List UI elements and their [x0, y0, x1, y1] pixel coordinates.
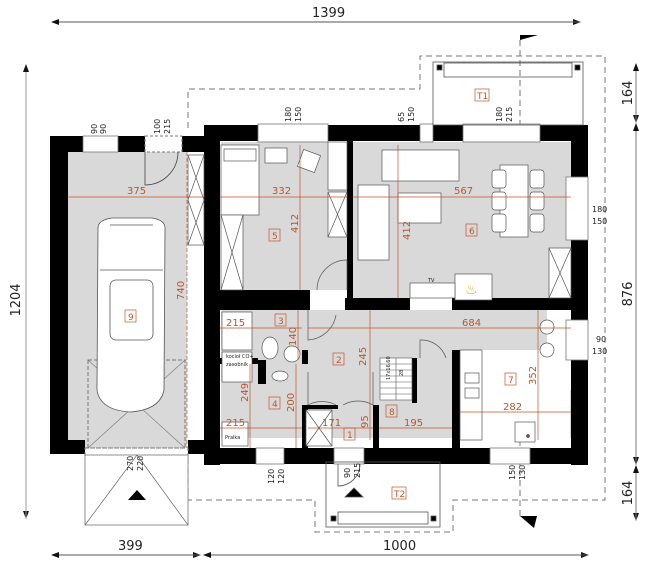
walls	[50, 125, 588, 465]
svg-text:270: 270	[126, 456, 135, 471]
dimension-top: 1399	[51, 6, 581, 25]
wc-height: 140	[288, 327, 299, 346]
kitchen-width: 282	[503, 402, 522, 413]
dimension-left: 1204	[9, 64, 29, 519]
laundry-label: Pralka	[225, 435, 240, 441]
svg-text:215: 215	[163, 119, 172, 134]
svg-text:150: 150	[407, 107, 416, 122]
dim-right-bottom: 164	[621, 481, 636, 506]
roof-outline	[187, 40, 606, 533]
svg-text:220: 220	[136, 456, 145, 471]
room-9-label: 9	[128, 313, 134, 323]
living-height: 412	[402, 221, 413, 240]
room-dimension-lines	[68, 145, 571, 448]
room-labels	[124, 88, 517, 500]
living-furniture	[357, 149, 572, 301]
tv-label: TV	[427, 278, 435, 284]
room-7-label: 7	[508, 376, 514, 386]
bathroom-fixtures	[221, 310, 447, 447]
opening-dimensions: 90 90 100 215 180 150 65 150 180 215 180…	[90, 107, 607, 484]
section-mark-top	[520, 35, 538, 40]
svg-text:150: 150	[294, 107, 303, 122]
dim-right-mid: 876	[621, 282, 636, 307]
room-t1-label: T1	[476, 92, 488, 102]
room-6-label: 6	[469, 227, 475, 237]
wc-width: 215	[226, 318, 245, 329]
svg-text:65: 65	[397, 112, 406, 122]
svg-text:215: 215	[505, 107, 514, 122]
boiler-label-2: zasobnik	[226, 362, 248, 368]
garage-side-door	[144, 135, 183, 153]
windows	[82, 123, 589, 465]
hall-height: 245	[358, 347, 369, 366]
dim-total-height: 1204	[9, 283, 24, 316]
garage-door-swing	[144, 151, 179, 186]
room-1-label: 1	[347, 431, 353, 441]
vestibule-width: 171	[322, 418, 341, 429]
living-width: 567	[454, 186, 473, 197]
svg-text:90: 90	[99, 124, 108, 134]
garage-height: 740	[176, 281, 187, 300]
room-3-label: 3	[278, 317, 284, 327]
bath-height-2: 200	[286, 393, 297, 412]
dimension-bottom: 399 1000	[51, 539, 589, 558]
room-8-label: 8	[389, 408, 395, 418]
room-dimension-labels: 375 740 332 412 567 412 684 245 215 140 …	[127, 186, 539, 429]
terrace-t1	[432, 61, 584, 126]
entrance-arrow-garage	[128, 490, 146, 500]
svg-text:180: 180	[592, 205, 607, 214]
svg-text:130: 130	[518, 465, 527, 480]
svg-text:120: 120	[277, 469, 286, 484]
svg-text:130: 130	[592, 347, 607, 356]
dim-bottom-right: 1000	[383, 539, 416, 554]
svg-text:180: 180	[284, 107, 293, 122]
svg-text:150: 150	[592, 217, 607, 226]
dim-right-top: 164	[621, 81, 636, 106]
vestibule-height: 95	[360, 415, 371, 428]
room-t2-label: T2	[393, 490, 405, 500]
svg-text:90: 90	[596, 335, 606, 344]
stairs	[379, 357, 413, 401]
bath-height: 249	[240, 383, 251, 402]
terrace-t2	[325, 461, 441, 528]
svg-text:90: 90	[90, 124, 99, 134]
room-label-text: 9 5 6 3 2 4 1 8 7 T1 T2	[128, 92, 514, 500]
stairs-spec: 17x16.60	[386, 356, 392, 380]
svg-text:100: 100	[153, 119, 162, 134]
svg-text:180: 180	[495, 107, 504, 122]
svg-text:215: 215	[353, 463, 362, 478]
svg-text:150: 150	[508, 465, 517, 480]
dimension-right: 164 876 164	[621, 63, 639, 521]
section-mark-bottom	[520, 516, 537, 528]
stairs-width: 28	[399, 370, 405, 376]
bedroom-width: 332	[272, 186, 291, 197]
room-5-label: 5	[272, 232, 278, 242]
dim-total-width: 1399	[312, 6, 345, 21]
bedroom-furniture	[220, 141, 348, 291]
bedroom-height: 412	[290, 214, 301, 233]
garage-gate	[84, 359, 189, 526]
room-4-label: 4	[272, 400, 278, 410]
dim-bottom-left: 399	[118, 539, 143, 554]
boiler-label: kocioł CO+	[226, 354, 254, 360]
hall-width: 684	[462, 318, 481, 329]
kitchen-fixtures	[459, 319, 555, 443]
bath-width: 215	[226, 418, 245, 429]
fireplace-icon: ♨	[465, 282, 478, 298]
garage-width: 375	[127, 186, 146, 197]
room-2-label: 2	[336, 356, 342, 366]
stairs-area-width: 195	[404, 418, 423, 429]
svg-text:90: 90	[343, 468, 352, 478]
kitchen-height: 352	[528, 366, 539, 385]
entrance-arrow-main	[344, 487, 364, 498]
garage-shelving	[187, 154, 205, 246]
svg-text:120: 120	[267, 469, 276, 484]
